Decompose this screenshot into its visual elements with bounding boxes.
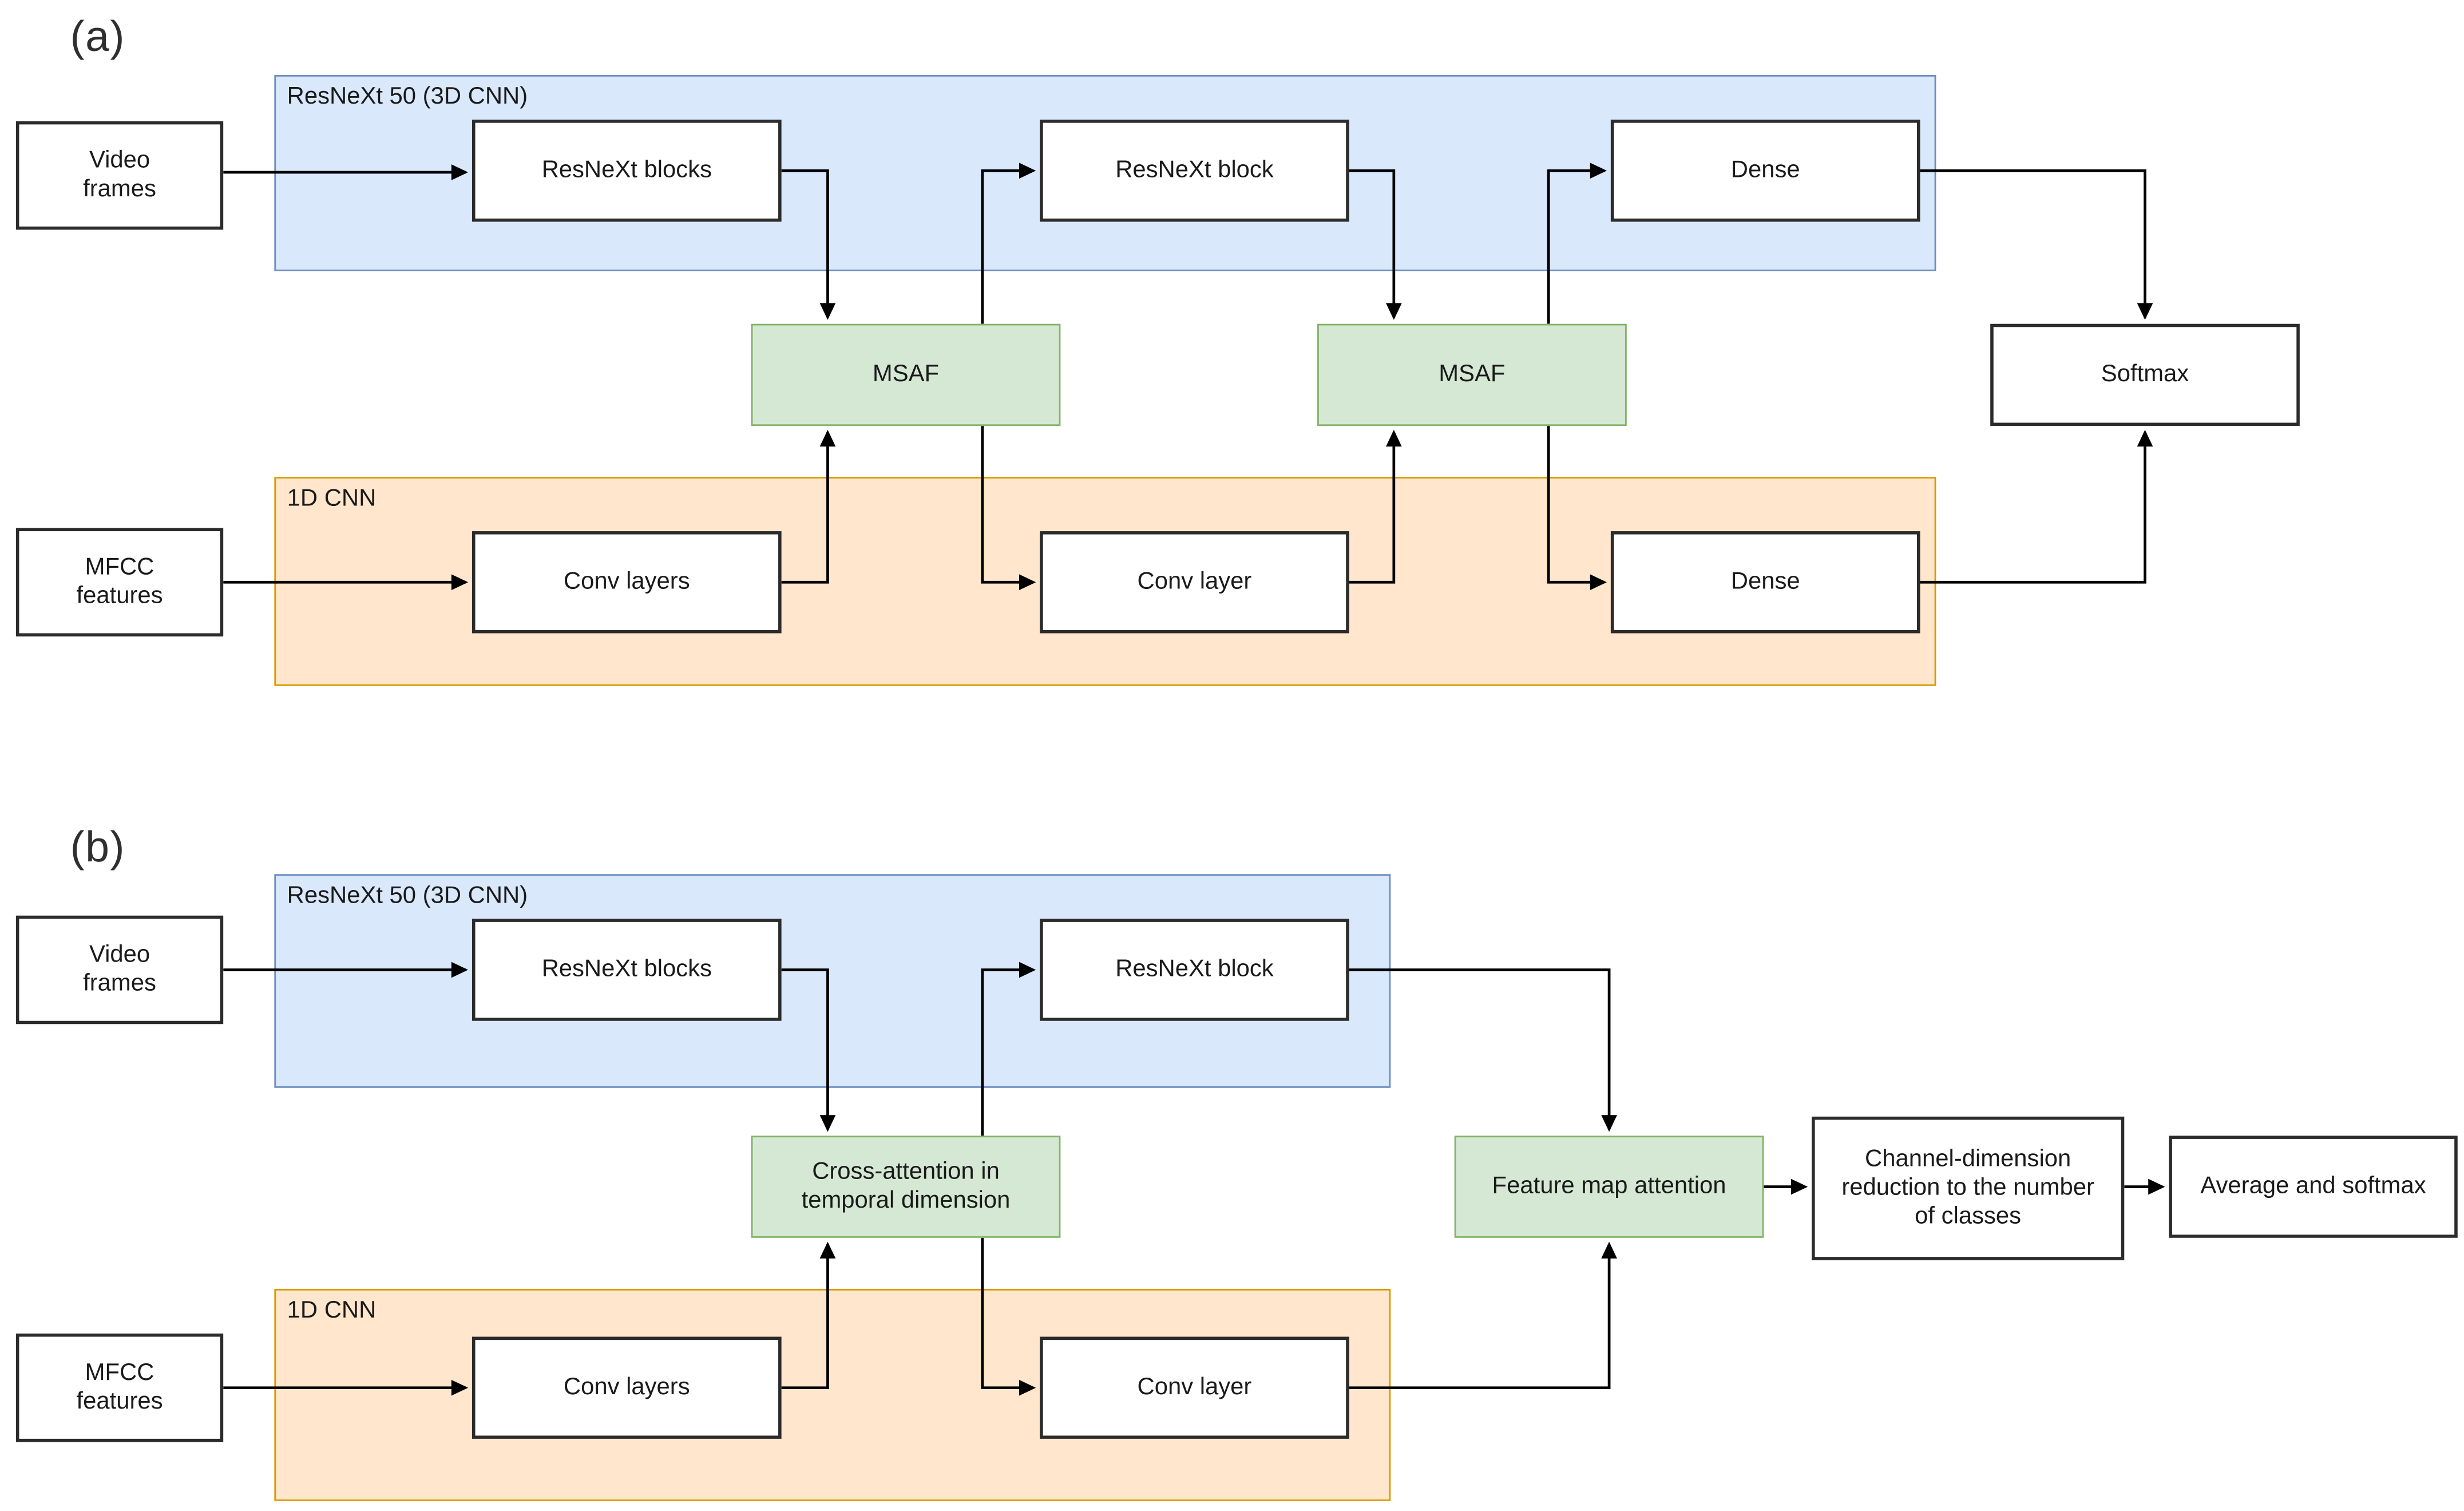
group-resnext50-3dcnn-b-label: ResNeXt 50 (3D CNN) bbox=[287, 882, 528, 909]
connector-msaf2-to-dense-video-a bbox=[1547, 163, 1607, 324]
connector-resnextblocks-to-msaf1-a bbox=[781, 169, 836, 320]
node-conv-layer-a: Conv layer bbox=[1040, 531, 1349, 634]
connector-dense-video-to-softmax-a bbox=[1920, 169, 2153, 320]
section-a-label: (a) bbox=[70, 13, 125, 61]
group-1dcnn-a-label: 1D CNN bbox=[287, 485, 377, 512]
connector-convlayer-to-featuremapattention-b bbox=[1349, 1241, 1617, 1390]
connector-msaf1-to-resnextblock-a bbox=[981, 163, 1036, 324]
connector-resnextblock-to-featuremapattention-b bbox=[1349, 968, 1617, 1132]
node-conv-layer-b: Conv layer bbox=[1040, 1336, 1349, 1439]
node-channel-reduction-b: Channel-dimension reduction to the numbe… bbox=[1812, 1116, 2125, 1260]
node-video-frames-b: Video frames bbox=[15, 915, 224, 1025]
connector-crossattention-to-resnextblock-b bbox=[981, 962, 1036, 1136]
connector-resnextblocks-to-crossattention-b bbox=[781, 968, 836, 1132]
node-conv-layers-a: Conv layers bbox=[472, 531, 782, 634]
node-mfcc-features-a: MFCC features bbox=[15, 528, 224, 637]
node-softmax-a: Softmax bbox=[1990, 323, 2300, 426]
node-dense-audio-a: Dense bbox=[1610, 531, 1920, 634]
node-resnext-blocks-b: ResNeXt blocks bbox=[472, 919, 782, 1021]
connector-convlayers-to-crossattention-b bbox=[781, 1241, 836, 1390]
connector-convlayer-to-msaf2-a bbox=[1349, 429, 1402, 584]
connector-resnextblock-to-msaf2-a bbox=[1349, 169, 1402, 320]
group-1dcnn-b-label: 1D CNN bbox=[287, 1296, 377, 1324]
node-resnext-blocks-a: ResNeXt blocks bbox=[472, 120, 782, 222]
group-resnext50-3dcnn-a-label: ResNeXt 50 (3D CNN) bbox=[287, 82, 528, 110]
node-msaf-1-a: MSAF bbox=[751, 323, 1061, 426]
section-b-label: (b) bbox=[70, 823, 125, 871]
node-msaf-2-a: MSAF bbox=[1317, 323, 1627, 426]
connector-convlayers-to-msaf1-a bbox=[781, 429, 836, 584]
node-resnext-block-a: ResNeXt block bbox=[1040, 120, 1349, 222]
connector-msaf1-to-convlayer-a bbox=[981, 426, 1036, 591]
node-video-frames-a: Video frames bbox=[15, 121, 224, 230]
connector-dense-audio-to-softmax-a bbox=[1920, 429, 2153, 584]
node-cross-attention-b: Cross-attention in temporal dimension bbox=[751, 1136, 1061, 1238]
node-mfcc-features-b: MFCC features bbox=[15, 1333, 224, 1442]
node-dense-video-a: Dense bbox=[1610, 120, 1920, 222]
connector-msaf2-to-dense-audio-a bbox=[1547, 426, 1607, 591]
node-average-softmax-b: Average and softmax bbox=[2169, 1136, 2458, 1238]
node-conv-layers-b: Conv layers bbox=[472, 1336, 782, 1439]
node-feature-map-attention-b: Feature map attention bbox=[1454, 1136, 1764, 1238]
connector-crossattention-to-convlayer-b bbox=[981, 1237, 1036, 1396]
node-resnext-block-b: ResNeXt block bbox=[1040, 919, 1349, 1021]
